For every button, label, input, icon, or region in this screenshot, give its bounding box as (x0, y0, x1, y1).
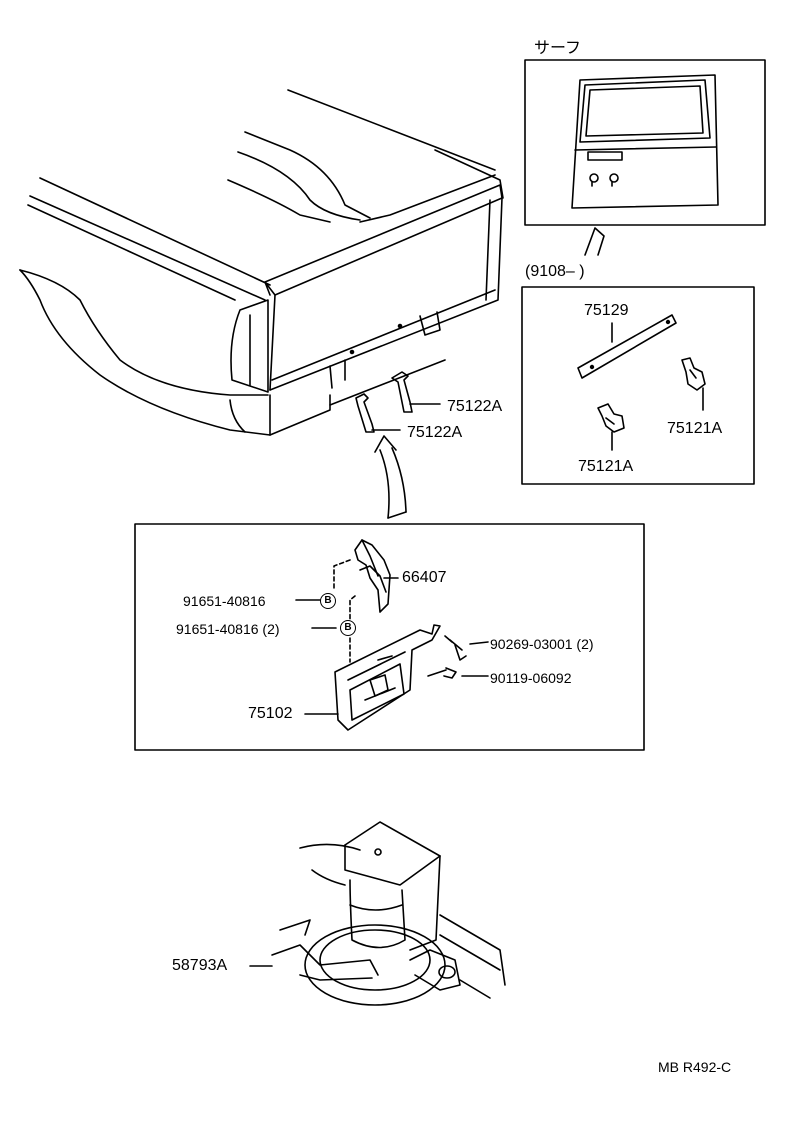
marker-b-upper: B (320, 593, 336, 609)
part-label-75102: 75102 (248, 705, 293, 722)
part-label-91651-a: 91651-40816 (183, 593, 266, 609)
parts-box-9108 (521, 286, 755, 485)
part-label-90269: 90269-03001 (2) (490, 636, 594, 652)
part-label-66407: 66407 (402, 569, 447, 586)
part-label-58793A: 58793A (172, 957, 228, 974)
part-label-75121A-right: 75121A (667, 420, 723, 437)
part-label-75122A-lower: 75122A (407, 424, 463, 441)
part-label-75121A-bottom: 75121A (578, 458, 634, 475)
marker-b-lower: B (340, 620, 356, 636)
surf-variant-box (524, 59, 766, 256)
brackets-75122A (355, 371, 441, 519)
part-label-91651-b: 91651-40816 (2) (176, 621, 280, 637)
bracket-assembly-box (134, 523, 645, 751)
date-range-label: (9108– ) (525, 263, 585, 280)
variant-label: サーフ (534, 40, 582, 57)
part-label-75129: 75129 (584, 302, 629, 319)
spare-tire-carrier-illustration (249, 821, 506, 1006)
part-label-90119: 90119-06092 (490, 670, 572, 686)
truck-rear-illustration (19, 89, 504, 436)
part-label-75122A-upper: 75122A (447, 398, 503, 415)
footer-code: MB R492-C (658, 1059, 732, 1075)
